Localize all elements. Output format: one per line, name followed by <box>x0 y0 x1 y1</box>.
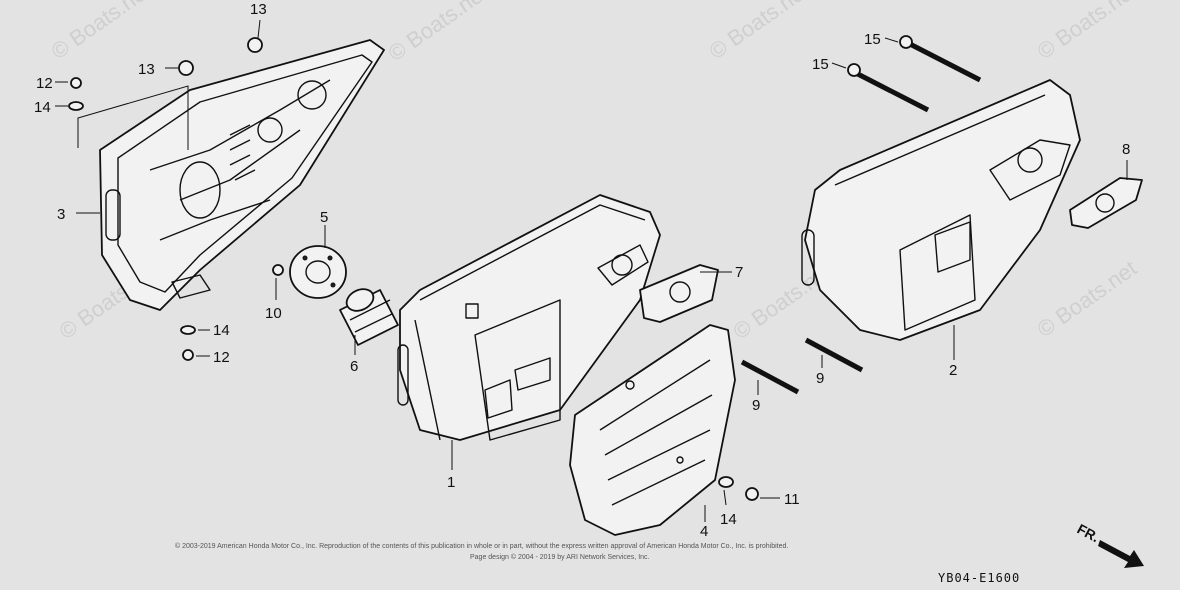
callout-10: 10 <box>265 305 282 322</box>
callout-15a: 15 <box>864 31 881 48</box>
callout-14b: 14 <box>213 322 230 339</box>
callout-1: 1 <box>447 474 455 491</box>
callout-7: 7 <box>735 264 743 281</box>
bolts-part15 <box>847 35 982 113</box>
spark-arrester-part6 <box>339 288 399 346</box>
callout-3: 3 <box>57 206 65 223</box>
callout-8: 8 <box>1122 141 1130 158</box>
fr-label: FR. <box>1075 521 1102 546</box>
hardware <box>68 37 759 501</box>
muffler-part1 <box>397 194 661 441</box>
muffler-protector-part3 <box>99 39 385 311</box>
stud-bolts-part9 <box>740 337 864 395</box>
deflector-part5 <box>289 245 347 299</box>
arrow-icon <box>1098 540 1144 568</box>
gasket-part7 <box>639 264 719 323</box>
callout-14c: 14 <box>720 511 737 528</box>
callout-4: 4 <box>700 523 708 540</box>
callout-5: 5 <box>320 209 328 226</box>
watermark: © Boats.net <box>47 0 156 64</box>
watermark: © Boats.net <box>1033 0 1142 64</box>
callout-9a: 9 <box>752 397 760 414</box>
callout-6: 6 <box>350 358 358 375</box>
diagram-code: YB04-E1600 <box>938 571 1020 585</box>
callout-12a: 12 <box>36 75 53 92</box>
callout-13b: 13 <box>138 61 155 78</box>
callout-9b: 9 <box>816 370 824 387</box>
callout-12b: 12 <box>213 349 230 366</box>
gasket-part8 <box>1069 177 1143 229</box>
watermark: © Boats.net <box>1033 255 1142 342</box>
copyright-line-2: Page design © 2004 - 2019 by ARI Network… <box>470 553 650 561</box>
watermark: © Boats.net <box>384 0 493 66</box>
muffler-part2 <box>801 79 1081 341</box>
muffler-cover-part4 <box>569 324 736 536</box>
callout-14a: 14 <box>34 99 51 116</box>
callout-2: 2 <box>949 362 957 379</box>
callout-11: 11 <box>784 491 800 508</box>
callout-numbers: 3 1 2 4 5 6 7 8 9 9 10 11 12 12 13 13 14… <box>34 1 1130 540</box>
copyright-line-1: © 2003-2019 American Honda Motor Co., In… <box>175 542 788 550</box>
watermark: © Boats.net <box>705 0 814 64</box>
leader-lines <box>55 19 1128 522</box>
front-direction-arrow: FR. <box>1075 521 1144 568</box>
callout-13a: 13 <box>250 1 267 18</box>
callout-15b: 15 <box>812 56 829 73</box>
